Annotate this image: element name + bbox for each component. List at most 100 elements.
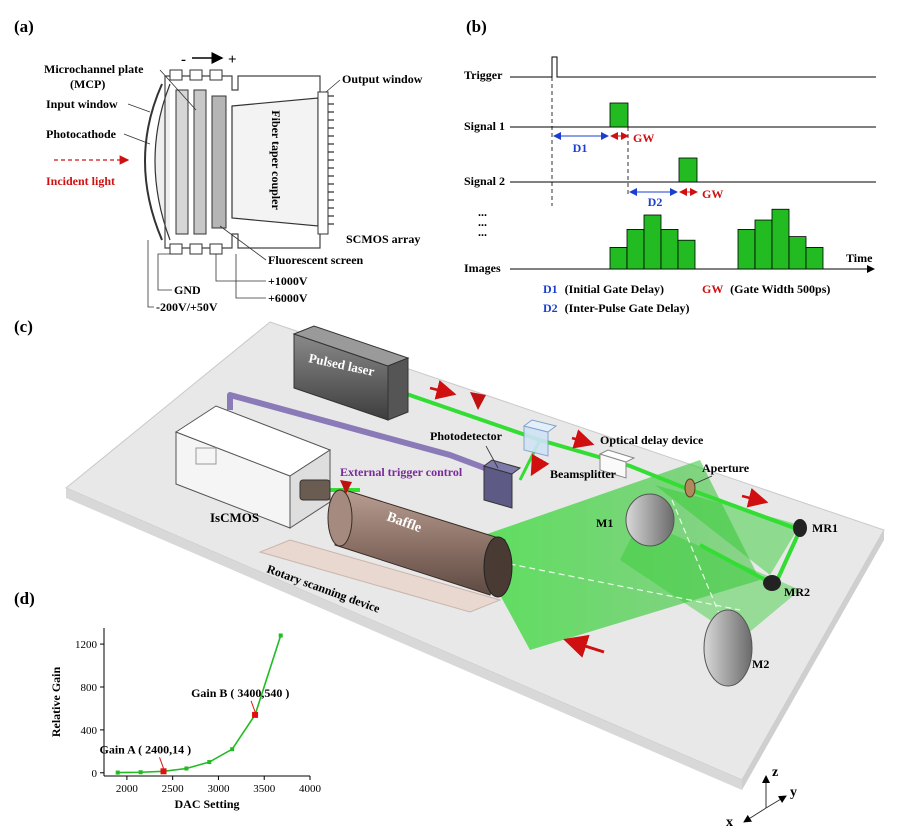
panel-c: (c) Pulsed laser IsCMOS	[14, 317, 885, 830]
camera-lens	[299, 479, 331, 501]
external-trigger-label: External trigger control	[340, 465, 463, 479]
input-window-shape	[144, 83, 163, 241]
v1000-label: +1000V	[268, 274, 308, 288]
mirror-beam-2	[655, 485, 800, 575]
gnd-leader	[157, 253, 176, 291]
image-bar-g1-2	[626, 228, 645, 270]
aperture-leader	[693, 475, 713, 485]
panel-a-label: (a)	[14, 17, 34, 36]
fluorescent-screen-label: Fluorescent screen	[268, 253, 364, 267]
polarity-plus: +	[228, 52, 237, 68]
cathode-voltage-label: -200V/+50V	[156, 300, 218, 314]
gain-point	[138, 770, 143, 775]
x-tick-label: 3000	[207, 783, 230, 795]
signal2-gate	[678, 157, 698, 183]
time-label: Time	[846, 251, 873, 265]
image-bar-g1-1	[609, 246, 628, 270]
mirror-beam-1	[620, 520, 800, 640]
v6000-leader	[235, 254, 266, 299]
signal2-label: Signal 2	[464, 174, 505, 188]
annotation-leader-1	[159, 757, 164, 769]
image-bar-g1-4	[660, 228, 679, 270]
annotation-label-1: Gain A ( 2400,14 )	[100, 742, 192, 756]
pulse-marker-1	[470, 392, 486, 410]
electrode-bot-1	[169, 243, 183, 255]
gw2-label: GW	[702, 187, 723, 201]
electrode-top-2	[189, 69, 203, 81]
electrode-top-1	[169, 69, 183, 81]
legend-gw-text: (Gate Width 500ps)	[730, 282, 830, 296]
axis-y-line	[765, 795, 787, 809]
axis-x-label: x	[726, 815, 733, 830]
x-tick-label: 4000	[299, 783, 322, 795]
photocathode-leader	[123, 133, 151, 145]
trigger-label: Trigger	[464, 68, 503, 82]
annotation-leader-2	[250, 700, 256, 713]
panel-d-label: (d)	[14, 589, 35, 608]
d2-label: D2	[648, 195, 663, 209]
gain-point	[115, 770, 120, 775]
ellipsis-3: ...	[478, 225, 487, 239]
y-tick-label: 400	[81, 725, 98, 737]
annotation-point-1	[160, 768, 167, 775]
mcp-plate-1	[175, 89, 189, 235]
fiber-taper-label: Fiber taper coupler	[269, 110, 283, 210]
rotary-base	[258, 539, 502, 613]
flow-arrow-4	[530, 453, 550, 477]
aperture-ring	[684, 478, 696, 498]
image-bar-g2-4	[788, 236, 807, 270]
photodetector-label: Photodetector	[430, 429, 503, 443]
output-window-label: Output window	[342, 72, 423, 86]
aperture-label: Aperture	[702, 461, 750, 475]
panel-a: (a) - + Fiber taper coupler Microchannel…	[14, 17, 423, 314]
electrode-bot-2	[189, 243, 203, 255]
image-bar-g2-3	[771, 208, 790, 270]
beam-center-line-2	[489, 559, 741, 611]
annotation-point-2	[252, 711, 259, 718]
cathode-leader	[147, 240, 154, 308]
image-bar-g2-2	[754, 219, 773, 270]
v1000-leader	[215, 254, 266, 282]
d1-label: D1	[573, 141, 588, 155]
mirror-mr1	[793, 519, 807, 537]
beamsplitter-top	[522, 419, 558, 433]
axis-y-label: y	[790, 785, 797, 800]
mcp-abbr-label: (MCP)	[70, 77, 105, 91]
photodetector-leader	[485, 445, 499, 469]
mirror-m2	[703, 609, 753, 687]
legend-d1-key: D1	[543, 282, 558, 296]
flow-arrow-1	[429, 380, 457, 400]
iscmos-label: IsCMOS	[210, 510, 259, 525]
annotation-label-2: Gain B ( 3400,540 )	[191, 686, 289, 700]
image-bar-g2-1	[737, 228, 756, 270]
baffle-mouth	[483, 536, 513, 598]
scmos-array-label: SCMOS array	[346, 232, 420, 246]
gain-point	[278, 633, 283, 638]
image-bar-g1-3	[643, 214, 662, 270]
optical-delay-label: Optical delay device	[600, 433, 704, 447]
flow-arrow-2	[571, 429, 595, 449]
trigger-cable	[227, 392, 492, 473]
baffle-back	[327, 489, 353, 547]
axis-x-line	[743, 807, 767, 823]
legend-d2-text: (Inter-Pulse Gate Delay)	[565, 301, 690, 315]
input-window-label: Input window	[46, 97, 118, 111]
gnd-label: GND	[174, 283, 201, 297]
legend-d2: D2 (Inter-Pulse Gate Delay)	[543, 301, 690, 315]
tube-housing	[164, 75, 321, 249]
photodetector-top	[482, 459, 522, 475]
fluorescent-leader	[219, 225, 267, 261]
signal1-gate	[609, 102, 629, 128]
ellipsis-2: ...	[478, 215, 487, 229]
incident-light-label: Incident light	[46, 174, 115, 188]
mcp-label: Microchannel plate	[44, 62, 144, 76]
image-bars	[609, 208, 824, 270]
v6000-label: +6000V	[268, 291, 308, 305]
images-label: Images	[464, 261, 501, 275]
y-tick-label: 800	[81, 682, 98, 694]
x-tick-label: 2500	[162, 783, 185, 795]
pulse-marker-2	[340, 480, 352, 494]
